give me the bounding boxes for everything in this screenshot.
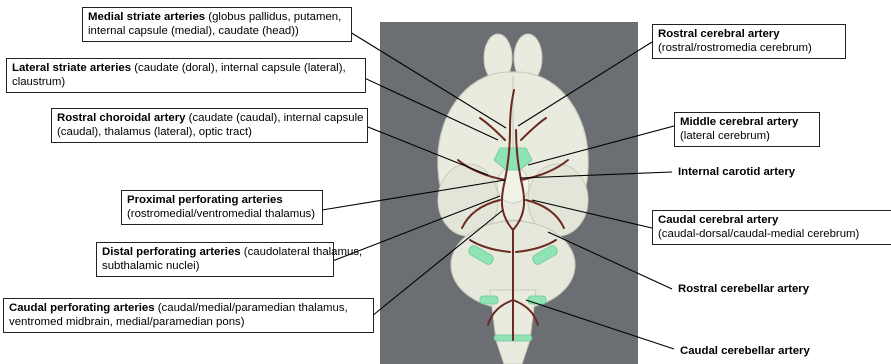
leader-caudal-cerebellar (526, 300, 674, 349)
label-distal-perforating-arteries: Distal perforating arteries (caudolatera… (96, 242, 334, 277)
label-rostral-cerebellar-artery: Rostral cerebellar artery (678, 282, 809, 296)
label-middle-cerebral-artery: Middle cerebral artery (lateral cerebrum… (674, 112, 820, 147)
label-lateral-striate-arteries: Lateral striate arteries (caudate (doral… (6, 58, 366, 93)
label-rostral-choroidal-artery: Rostral choroidal artery (caudate (cauda… (51, 108, 368, 143)
label-rostral-cerebral-artery: Rostral cerebral artery (rostral/rostrom… (652, 24, 846, 59)
label-proximal-perforating-arteries: Proximal perforating arteries (rostromed… (121, 190, 323, 225)
label-caudal-perforating-arteries: Caudal perforating arteries (caudal/medi… (3, 298, 374, 333)
label-caudal-cerebellar-artery: Caudal cerebellar artery (680, 344, 810, 358)
label-medial-striate-arteries: Medial striate arteries (globus pallidus… (82, 7, 352, 42)
label-internal-carotid-artery: Internal carotid artery (678, 165, 795, 179)
label-caudal-cerebral-artery: Caudal cerebral artery (caudal-dorsal/ca… (652, 210, 891, 245)
